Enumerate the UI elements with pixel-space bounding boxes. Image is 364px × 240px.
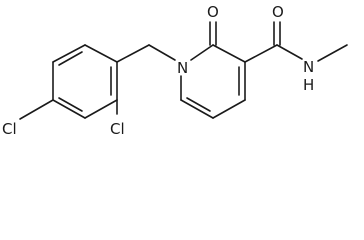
bond-benz-inner-3	[58, 51, 83, 66]
bond-benz-1	[84, 44, 118, 63]
bond-pyr-c2-c3	[212, 44, 246, 63]
bond-pyr-n-c2	[190, 44, 214, 61]
bond-benz-4	[52, 99, 86, 119]
bond-pyr-c4-c5	[212, 99, 246, 119]
atom-n-amide: N	[303, 58, 314, 76]
bond-ch2-n	[148, 44, 176, 61]
pyridinone-ring	[180, 44, 246, 119]
atom-h-amide: H	[303, 76, 314, 94]
atom-cl-left: Cl	[2, 120, 17, 138]
bond-amide-cn	[276, 44, 303, 60]
molecule-structure-diagram: Cl Cl N O O N H	[2, 3, 348, 138]
bond-benz-inner-2	[58, 97, 83, 112]
atom-o-amide: O	[272, 3, 284, 21]
bond-c4-cl	[19, 99, 54, 120]
atom-n-ring: N	[177, 59, 188, 77]
bond-benz-6	[52, 44, 86, 63]
bond-c3-amide	[244, 44, 278, 63]
bond-benz-3	[84, 99, 118, 119]
bond-pyr-c5-c6	[180, 99, 214, 119]
bond-benzyl-ch2	[116, 44, 150, 63]
bond-pyr-inner-2	[186, 97, 211, 112]
atom-cl-right: Cl	[110, 120, 125, 138]
bond-n-methyl	[317, 44, 348, 62]
atom-o-ring: O	[207, 3, 219, 21]
dichlorobenzyl-ring	[52, 44, 118, 119]
